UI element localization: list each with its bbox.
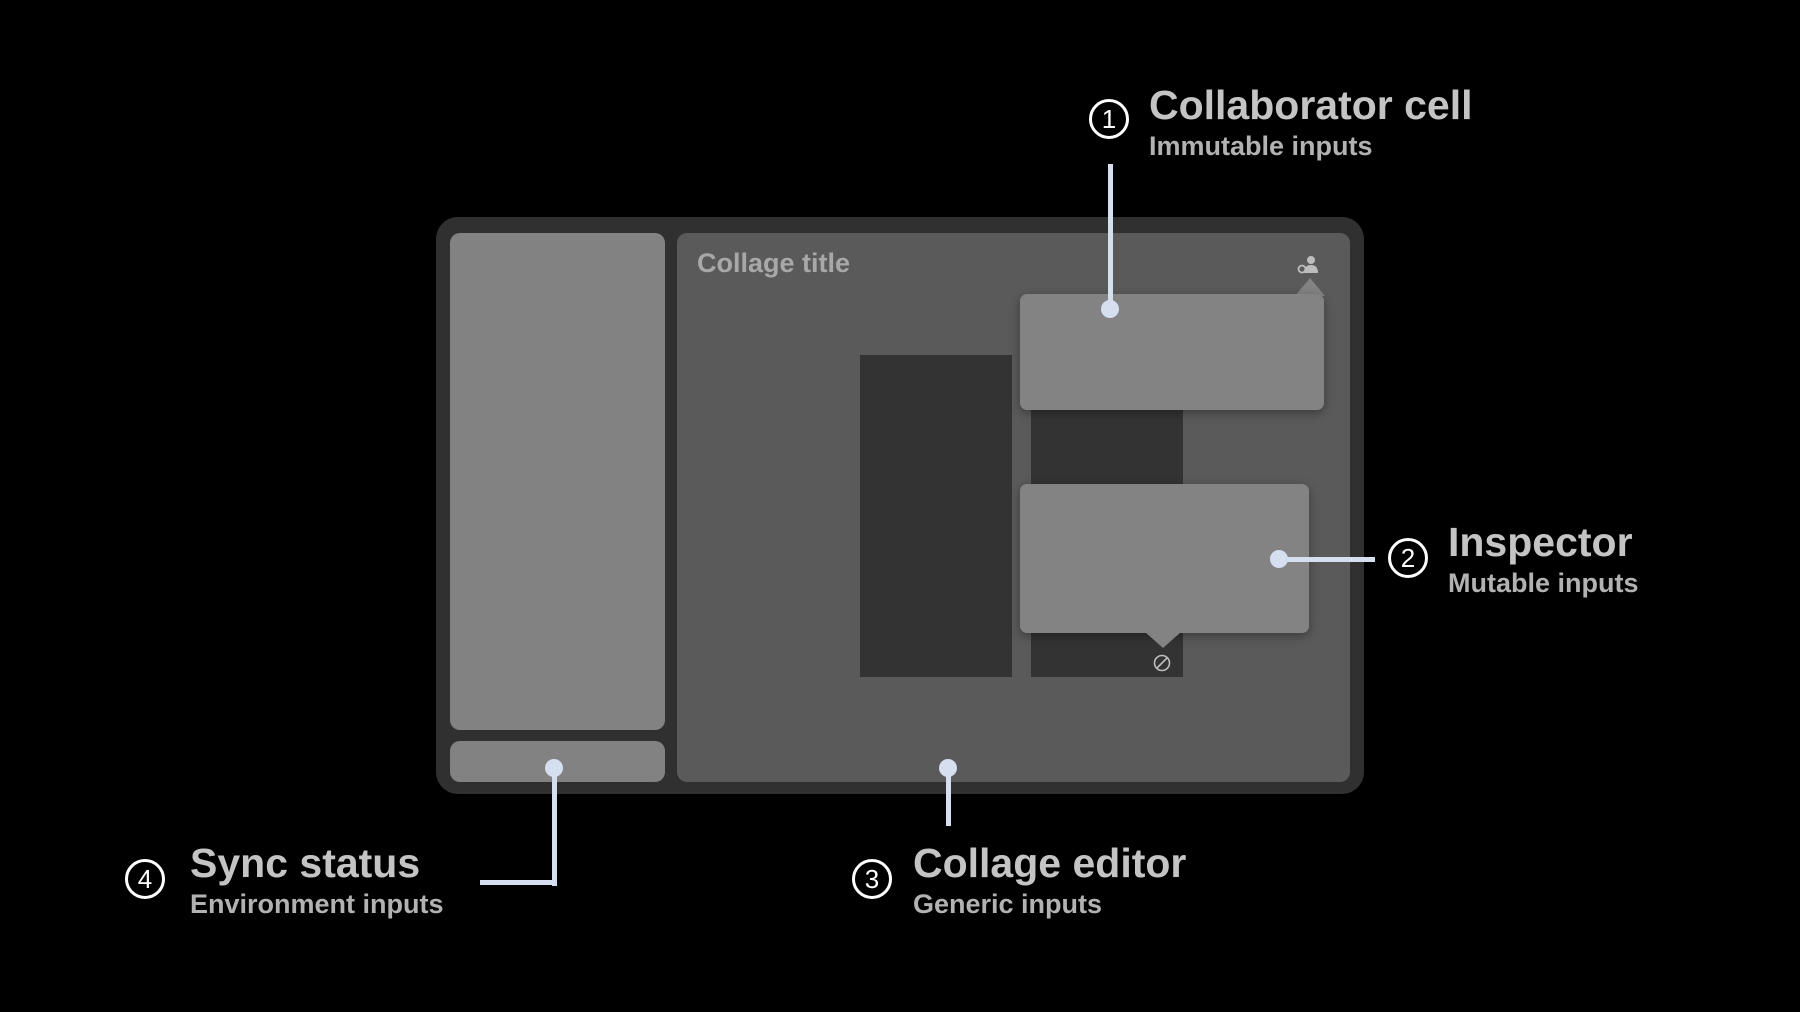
popover-arrow-down (1145, 632, 1181, 648)
person-share-icon (1297, 256, 1318, 274)
callout-2-title: Inspector (1448, 519, 1633, 565)
collage-title: Collage title (697, 248, 851, 278)
callout-2-badge: 2 (1388, 538, 1428, 578)
callout-3-dot (939, 759, 957, 777)
callout-3-title: Collage editor (913, 840, 1187, 886)
callout-1-subtitle: Immutable inputs (1149, 131, 1373, 161)
no-entry-icon (1153, 654, 1171, 672)
callout-4-subtitle: Environment inputs (190, 889, 444, 919)
callout-1-leader (1108, 164, 1113, 308)
collaborator-cell-popover (1020, 294, 1324, 410)
popover-arrow-up (1295, 278, 1325, 296)
collage-item-tall (860, 355, 1012, 677)
sidebar (450, 233, 665, 730)
callout-2-dot (1270, 550, 1288, 568)
callout-1-badge: 1 (1089, 99, 1129, 139)
callout-1-dot (1101, 300, 1119, 318)
callout-4-leader-vertical (552, 768, 557, 886)
callout-4-badge: 4 (125, 859, 165, 899)
callout-3-subtitle: Generic inputs (913, 889, 1103, 919)
callout-1-title: Collaborator cell (1149, 82, 1473, 128)
callout-4-dot (545, 759, 563, 777)
callout-2-leader (1280, 557, 1375, 562)
inspector-popover (1020, 484, 1309, 633)
callout-3-badge: 3 (852, 859, 892, 899)
callout-4-title: Sync status (190, 840, 421, 886)
callout-3-leader (946, 768, 951, 826)
callout-4-leader-horizontal (480, 880, 557, 885)
callout-2-subtitle: Mutable inputs (1448, 568, 1639, 598)
